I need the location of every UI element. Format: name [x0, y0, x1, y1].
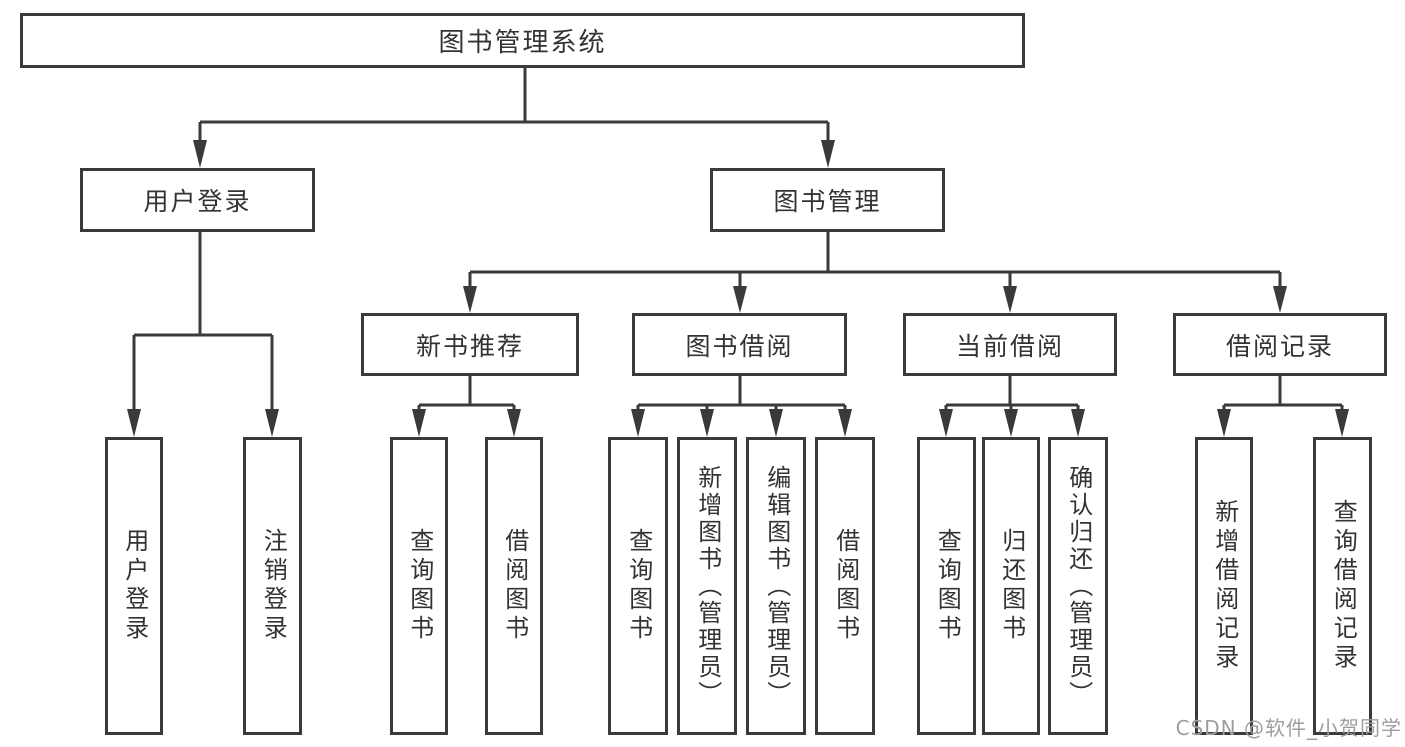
- leaf-records-add: 新增借阅记录: [1195, 437, 1253, 735]
- leaf-borrow-query: 查询图书: [608, 437, 668, 735]
- node-new-books: 新书推荐: [361, 313, 579, 376]
- node-user-login: 用户登录: [80, 168, 315, 232]
- leaf-current-return: 归还图书: [982, 437, 1040, 735]
- leaf-borrow-borrow-label: 借阅图书: [831, 528, 860, 644]
- leaf-borrow-borrow: 借阅图书: [815, 437, 875, 735]
- leaf-current-confirm-label: 确认归还（管理员）: [1064, 464, 1093, 708]
- node-book-borrow-label: 图书借阅: [685, 331, 794, 361]
- node-root-label: 图书管理系统: [438, 28, 607, 58]
- leaf-newbooks-query-label: 查询图书: [405, 528, 434, 644]
- node-borrow-records: 借阅记录: [1173, 313, 1387, 376]
- node-user-login-label: 用户登录: [143, 187, 252, 216]
- leaf-current-query: 查询图书: [917, 437, 976, 735]
- leaf-records-add-label: 新增借阅记录: [1210, 499, 1239, 673]
- node-book-borrow: 图书借阅: [632, 313, 847, 376]
- leaf-logout-label: 注销登录: [259, 528, 288, 644]
- leaf-newbooks-query: 查询图书: [390, 437, 448, 735]
- leaf-borrow-add-label: 新增图书（管理员）: [693, 464, 722, 708]
- node-current-borrow-label: 当前借阅: [955, 331, 1064, 361]
- leaf-records-query: 查询借阅记录: [1313, 437, 1372, 735]
- node-book-mgmt: 图书管理: [710, 168, 945, 232]
- leaf-user-login: 用户登录: [105, 437, 163, 735]
- leaf-current-confirm: 确认归还（管理员）: [1048, 437, 1108, 735]
- leaf-user-login-label: 用户登录: [120, 528, 149, 644]
- leaf-current-return-label: 归还图书: [997, 528, 1026, 644]
- leaf-borrow-add: 新增图书（管理员）: [677, 437, 737, 735]
- leaf-records-query-label: 查询借阅记录: [1329, 499, 1358, 673]
- node-book-mgmt-label: 图书管理: [773, 187, 882, 216]
- node-current-borrow: 当前借阅: [903, 313, 1117, 376]
- node-new-books-label: 新书推荐: [415, 331, 524, 361]
- leaf-newbooks-borrow-label: 借阅图书: [500, 528, 529, 644]
- node-root: 图书管理系统: [20, 13, 1025, 68]
- arrowhead-icons: [127, 140, 1349, 437]
- leaf-newbooks-borrow: 借阅图书: [485, 437, 543, 735]
- csdn-watermark: CSDN @软件_小贺同学: [1175, 716, 1402, 740]
- leaf-borrow-edit-label: 编辑图书（管理员）: [762, 464, 791, 708]
- leaf-current-query-label: 查询图书: [933, 528, 962, 644]
- leaf-borrow-edit: 编辑图书（管理员）: [746, 437, 806, 735]
- leaf-borrow-query-label: 查询图书: [624, 528, 653, 644]
- leaf-logout: 注销登录: [243, 437, 302, 735]
- node-borrow-records-label: 借阅记录: [1225, 331, 1334, 361]
